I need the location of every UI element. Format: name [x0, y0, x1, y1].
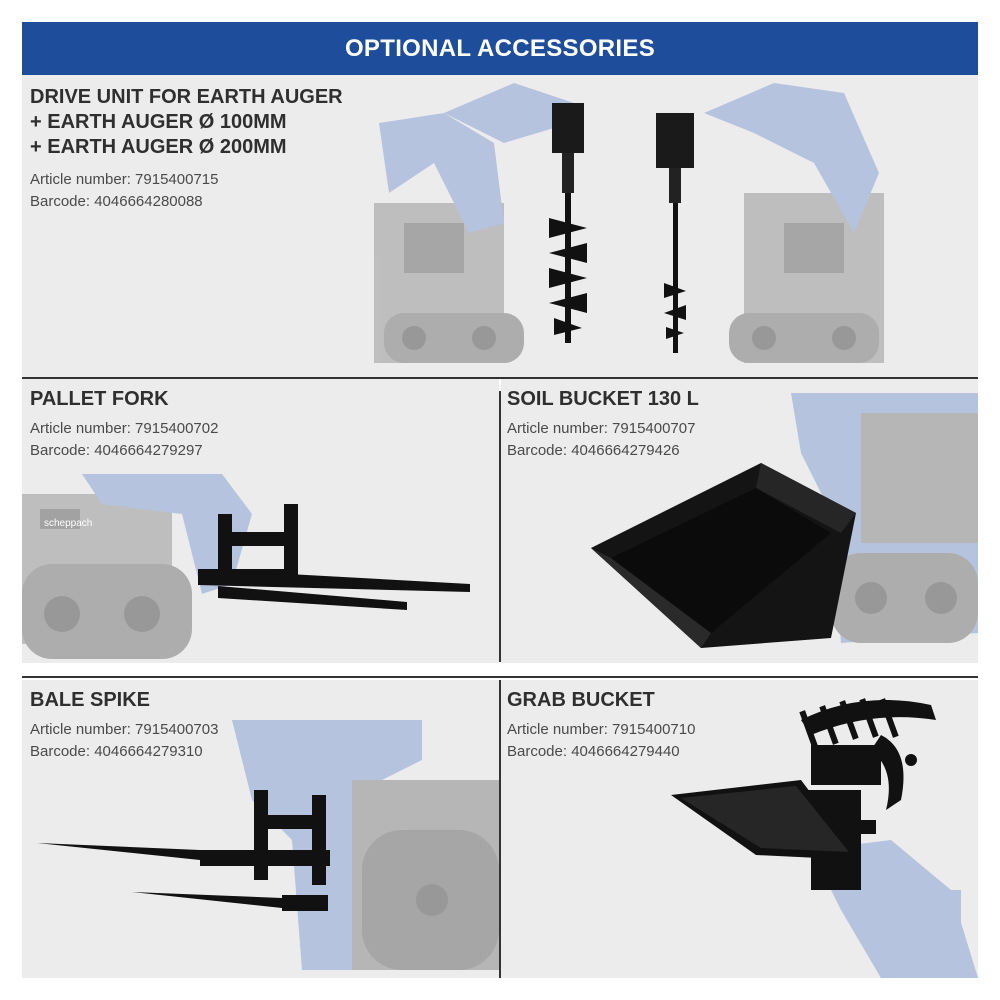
- brand-label: scheppach: [44, 518, 92, 529]
- article-number: Article number: 7915400707: [507, 420, 696, 437]
- earth-auger-title: DRIVE UNIT FOR EARTH AUGER + EARTH AUGER…: [30, 85, 343, 160]
- divider: [22, 377, 978, 379]
- panel-grab-bucket: GRAB BUCKET Article number: 7915400710 B…: [501, 680, 978, 978]
- grab-bucket-image: [661, 690, 978, 978]
- barcode: Barcode: 4046664280088: [30, 193, 203, 210]
- panel-earth-auger: DRIVE UNIT FOR EARTH AUGER + EARTH AUGER…: [22, 75, 978, 377]
- bale-spike-image: [22, 720, 499, 978]
- page-header: OPTIONAL ACCESSORIES: [22, 22, 978, 75]
- barcode: Barcode: 4046664279310: [30, 743, 203, 760]
- article-number: Article number: 7915400702: [30, 420, 219, 437]
- barcode: Barcode: 4046664279440: [507, 743, 680, 760]
- divider: [22, 676, 978, 678]
- barcode: Barcode: 4046664279297: [30, 442, 203, 459]
- earth-auger-meta: Article number: 7915400715 Barcode: 4046…: [30, 169, 218, 213]
- soil-bucket-meta: Article number: 7915400707 Barcode: 4046…: [507, 418, 695, 462]
- bale-spike-title: BALE SPIKE: [30, 689, 151, 711]
- panel-bale-spike: BALE SPIKE Article number: 7915400703 Ba…: [22, 680, 499, 978]
- pallet-fork-meta: Article number: 7915400702 Barcode: 4046…: [30, 418, 218, 462]
- title-line: DRIVE UNIT FOR EARTH AUGER: [30, 86, 343, 108]
- pallet-fork-image: scheppach: [22, 474, 499, 663]
- divider: [499, 391, 501, 662]
- soil-bucket-image: [501, 393, 978, 663]
- grab-bucket-meta: Article number: 7915400710 Barcode: 4046…: [507, 719, 695, 763]
- article-number: Article number: 7915400710: [507, 721, 696, 738]
- divider: [499, 680, 501, 978]
- soil-bucket-title: SOIL BUCKET 130 L: [507, 388, 699, 410]
- grab-bucket-title: GRAB BUCKET: [507, 689, 655, 711]
- page-title: OPTIONAL ACCESSORIES: [344, 35, 656, 62]
- title-line: + EARTH AUGER Ø 100MM: [30, 111, 287, 133]
- barcode: Barcode: 4046664279426: [507, 442, 680, 459]
- title-line: + EARTH AUGER Ø 200MM: [30, 136, 287, 158]
- article-number: Article number: 7915400703: [30, 721, 219, 738]
- bale-spike-meta: Article number: 7915400703 Barcode: 4046…: [30, 719, 218, 763]
- article-number: Article number: 7915400715: [30, 171, 219, 188]
- pallet-fork-title: PALLET FORK: [30, 388, 169, 410]
- panel-pallet-fork: PALLET FORK Article number: 7915400702 B…: [22, 379, 499, 663]
- panel-soil-bucket: SOIL BUCKET 130 L Article number: 791540…: [501, 379, 978, 663]
- earth-auger-image: [374, 83, 884, 369]
